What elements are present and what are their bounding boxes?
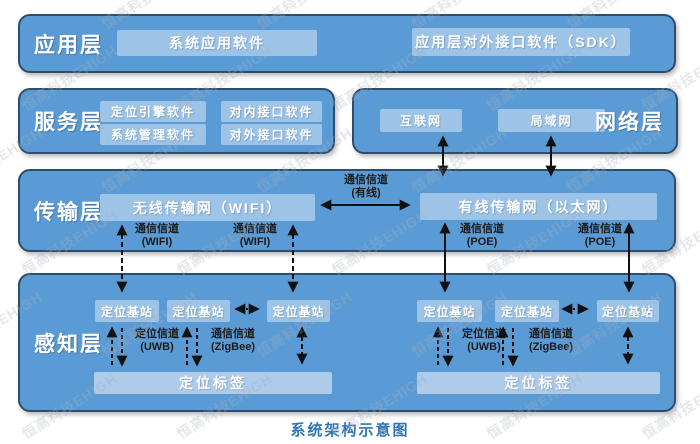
wireless-network-box: 无线传输网（WIFI） xyxy=(100,194,315,221)
transport-layer-box: 传输层 无线传输网（WIFI） 有线传输网（以太网） 通信信道(有线) 通信信道… xyxy=(18,169,676,252)
internal-interface-box: 对内接口软件 xyxy=(221,101,322,122)
sdk-box: 应用层对外接口软件（SDK） xyxy=(412,28,630,56)
internet-box: 互联网 xyxy=(380,109,462,132)
base-station-box-5: 定位基站 xyxy=(495,300,559,322)
service-layer-box: 服务层 定位引擎软件 对内接口软件 系统管理软件 对外接口软件 xyxy=(18,88,335,154)
channel-label-poe-2: 通信信道(POE) xyxy=(578,223,622,248)
service-layer-label: 服务层 xyxy=(34,111,103,134)
base-station-box-1: 定位基站 xyxy=(95,300,159,322)
diagram-caption: 系统架构示意图 xyxy=(290,422,410,439)
system-app-software-box: 系统应用软件 xyxy=(117,30,317,56)
base-station-box-6: 定位基站 xyxy=(597,300,659,322)
wired-network-box: 有线传输网（以太网） xyxy=(420,193,657,220)
positioning-tag-box-left: 定位标签 xyxy=(94,372,332,394)
network-layer-label: 网络层 xyxy=(595,111,664,134)
channel-label-zigbee-left: 通信信道(ZigBee) xyxy=(211,328,255,353)
channel-label-zigbee-right: 通信信道(ZigBee) xyxy=(529,328,573,353)
channel-label-wifi-2: 通信信道(WIFI) xyxy=(233,223,277,248)
positioning-tag-box-right: 定位标签 xyxy=(417,372,660,394)
application-layer-box: 应用层 系统应用软件 应用层对外接口软件（SDK） xyxy=(18,14,676,73)
channel-label-uwb-left: 定位信道(UWB) xyxy=(135,328,179,353)
base-station-box-2: 定位基站 xyxy=(167,300,230,322)
base-station-box-4: 定位基站 xyxy=(417,300,482,322)
transport-layer-label: 传输层 xyxy=(34,200,103,224)
channel-label-uwb-right: 定位信道(UWB) xyxy=(462,328,506,353)
perception-layer-label: 感知层 xyxy=(34,332,103,356)
external-interface-box: 对外接口软件 xyxy=(221,124,322,145)
network-layer-box: 互联网 局域网 网络层 xyxy=(352,88,678,154)
channel-label-wired: 通信信道(有线) xyxy=(344,174,388,199)
channel-label-poe-1: 通信信道(POE) xyxy=(460,223,504,248)
perception-layer-box: 感知层 定位基站 定位基站 定位基站 定位基站 定位基站 定位基站 定位信道(U… xyxy=(18,273,676,412)
positioning-engine-box: 定位引擎软件 xyxy=(100,101,206,122)
lan-box: 局域网 xyxy=(498,109,605,132)
base-station-box-3: 定位基站 xyxy=(267,300,330,322)
system-management-box: 系统管理软件 xyxy=(100,124,206,145)
channel-label-wifi-1: 通信信道(WIFI) xyxy=(135,223,179,248)
application-layer-label: 应用层 xyxy=(34,33,103,57)
